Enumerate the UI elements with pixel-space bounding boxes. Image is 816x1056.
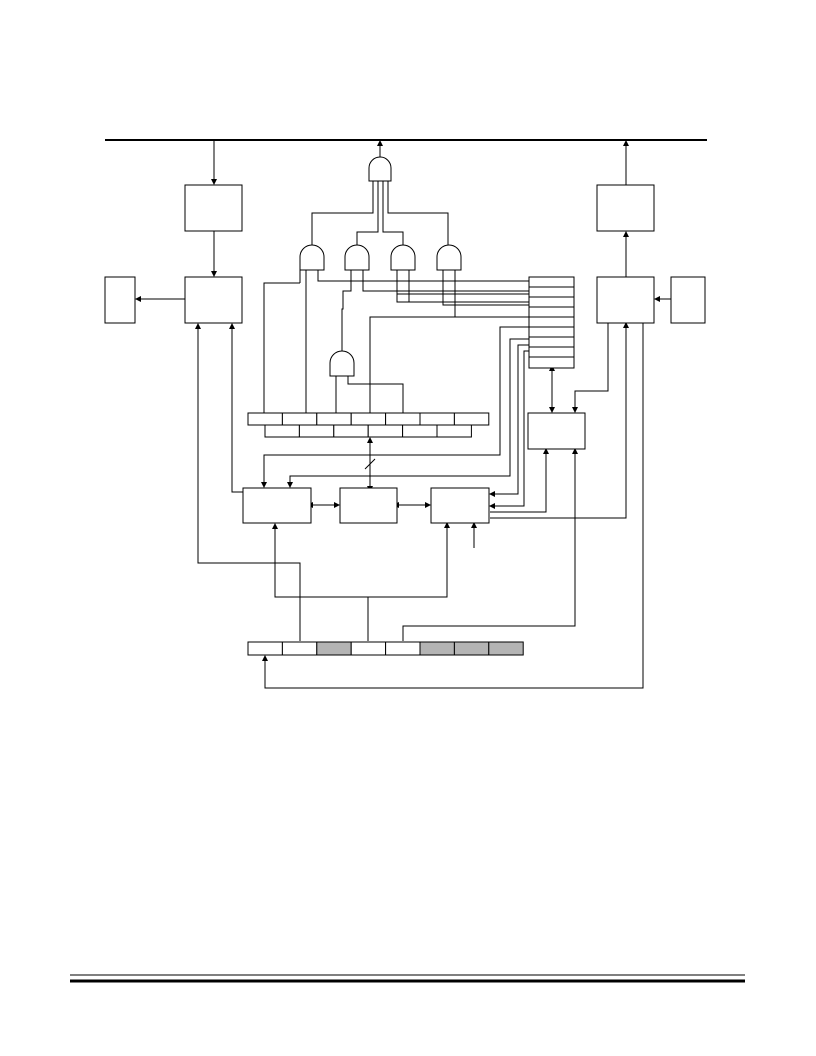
gate4-a-run <box>442 270 529 306</box>
middle-register-bottom-cell <box>298 424 335 438</box>
gate3-input-a <box>396 270 529 303</box>
top-and-gate <box>368 156 392 182</box>
middle-register-top-cell <box>453 412 490 426</box>
top-gate-input-1 <box>311 181 374 245</box>
middle-register-bottom-cell <box>367 424 404 438</box>
bottom-register <box>247 641 524 656</box>
right-lower-to-right-middle <box>490 448 549 513</box>
reg-to-right-lower-block-1 <box>489 344 529 497</box>
center-lower-block <box>339 487 398 524</box>
bottom-register-cell <box>350 641 387 656</box>
bottom-register-cell <box>385 641 421 656</box>
bottom-register-cell-shaded <box>316 641 352 656</box>
left-top-block <box>184 184 243 232</box>
lower-gate-input-b <box>347 376 404 413</box>
and-gate-3 <box>390 244 416 271</box>
right-lower-block <box>430 487 490 524</box>
bottom-to-right-middle <box>402 448 578 641</box>
bottom-register-cell-shaded <box>419 641 455 656</box>
bottom-register-cell-shaded <box>453 641 490 656</box>
right-mid-to-bottom-register <box>262 323 644 689</box>
right-small-block <box>670 276 706 324</box>
vertical-register-cell <box>528 306 575 318</box>
bottom-to-left-mid <box>195 323 301 641</box>
gate3-a-run <box>396 270 529 295</box>
and-gate-4 <box>436 244 462 271</box>
vertical-register-cell <box>528 336 575 348</box>
top-gate-input-4 <box>387 181 449 245</box>
middle-register-top-cell <box>247 412 283 426</box>
bottom-register-cell-shaded <box>488 641 524 656</box>
middle-register-bottom-cell <box>436 424 472 438</box>
bottom-register-cell <box>281 641 318 656</box>
vertical-register-cell <box>528 276 575 288</box>
middle-register-top-cell <box>350 412 387 426</box>
gate2-input-b <box>362 270 529 292</box>
vertical-register <box>528 276 575 369</box>
reg-to-right-lower-block-2 <box>489 350 529 509</box>
left-lower-block <box>242 487 312 524</box>
left-small-block <box>104 276 136 324</box>
vertical-register-cell <box>528 296 575 308</box>
reg-to-left-mid-block <box>261 326 529 488</box>
bottom-to-left-lower <box>272 523 369 641</box>
middle-register-bottom-cell <box>402 424 438 438</box>
top-gate-input-3 <box>382 181 404 245</box>
middle-register-top-cell <box>419 412 455 426</box>
left-vertical-feed <box>263 282 300 413</box>
gate2-to-lower-gate <box>341 270 352 351</box>
left-lower-to-left-mid <box>229 323 243 493</box>
middle-register-bottom-cell <box>264 424 300 438</box>
left-mid-block <box>184 276 243 324</box>
middle-register <box>247 412 490 438</box>
register-to-middle-line <box>369 316 529 413</box>
lower-and-gate <box>329 350 355 377</box>
vertical-register-cell <box>528 326 575 338</box>
middle-register-top-cell <box>281 412 318 426</box>
right-top-block <box>596 184 655 232</box>
right-mid-block <box>596 276 655 324</box>
and-gate-1 <box>299 244 325 271</box>
gate1-input-b <box>317 270 529 282</box>
middle-register-bottom-cell <box>333 424 369 438</box>
bottom-register-cell <box>247 641 283 656</box>
bottom-to-right-lower <box>368 522 450 598</box>
middle-register-top-cell <box>316 412 352 426</box>
right-middle-block <box>527 412 586 450</box>
vertical-register-cell <box>528 286 575 298</box>
vertical-register-cell <box>528 316 575 328</box>
middle-register-top-cell <box>385 412 421 426</box>
right-lower-to-right-mid-block <box>490 322 629 519</box>
bus-slash <box>364 458 376 470</box>
reg-to-left-mid-block-2 <box>287 338 529 488</box>
top-gate-input-2 <box>356 181 379 245</box>
right-mid-to-right-middle <box>572 323 609 413</box>
vertical-register-cell <box>528 346 575 358</box>
vertical-register-cell <box>528 356 575 369</box>
and-gate-2 <box>344 244 370 271</box>
